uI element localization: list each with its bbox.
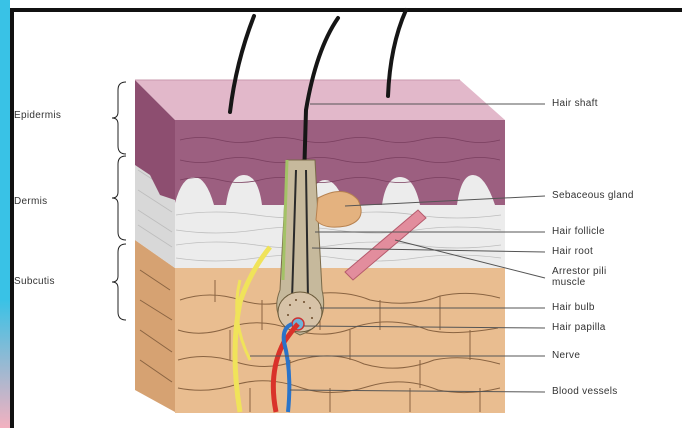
sebaceous-gland [316,191,361,227]
label-hair-bulb: Hair bulb [552,302,595,313]
label-blood-vessels: Blood vessels [552,386,618,397]
label-hair-shaft: Hair shaft [552,98,598,109]
label-dermis: Dermis [14,196,47,207]
epidermis-top [135,80,505,120]
label-nerve: Nerve [552,350,580,361]
subcutis-side [135,240,175,412]
label-arrector-pili-muscle: Arrestor pili muscle [552,266,632,288]
epidermis-bracket [112,82,126,154]
label-hair-root: Hair root [552,246,593,257]
dermis-bracket [112,156,126,240]
label-sebaceous-gland: Sebaceous gland [552,190,634,201]
label-hair-papilla: Hair papilla [552,322,606,333]
label-epidermis: Epidermis [14,110,61,121]
label-hair-follicle: Hair follicle [552,226,605,237]
layer-brackets [112,82,126,320]
label-subcutis: Subcutis [14,276,55,287]
subcutis-bracket [112,244,126,320]
